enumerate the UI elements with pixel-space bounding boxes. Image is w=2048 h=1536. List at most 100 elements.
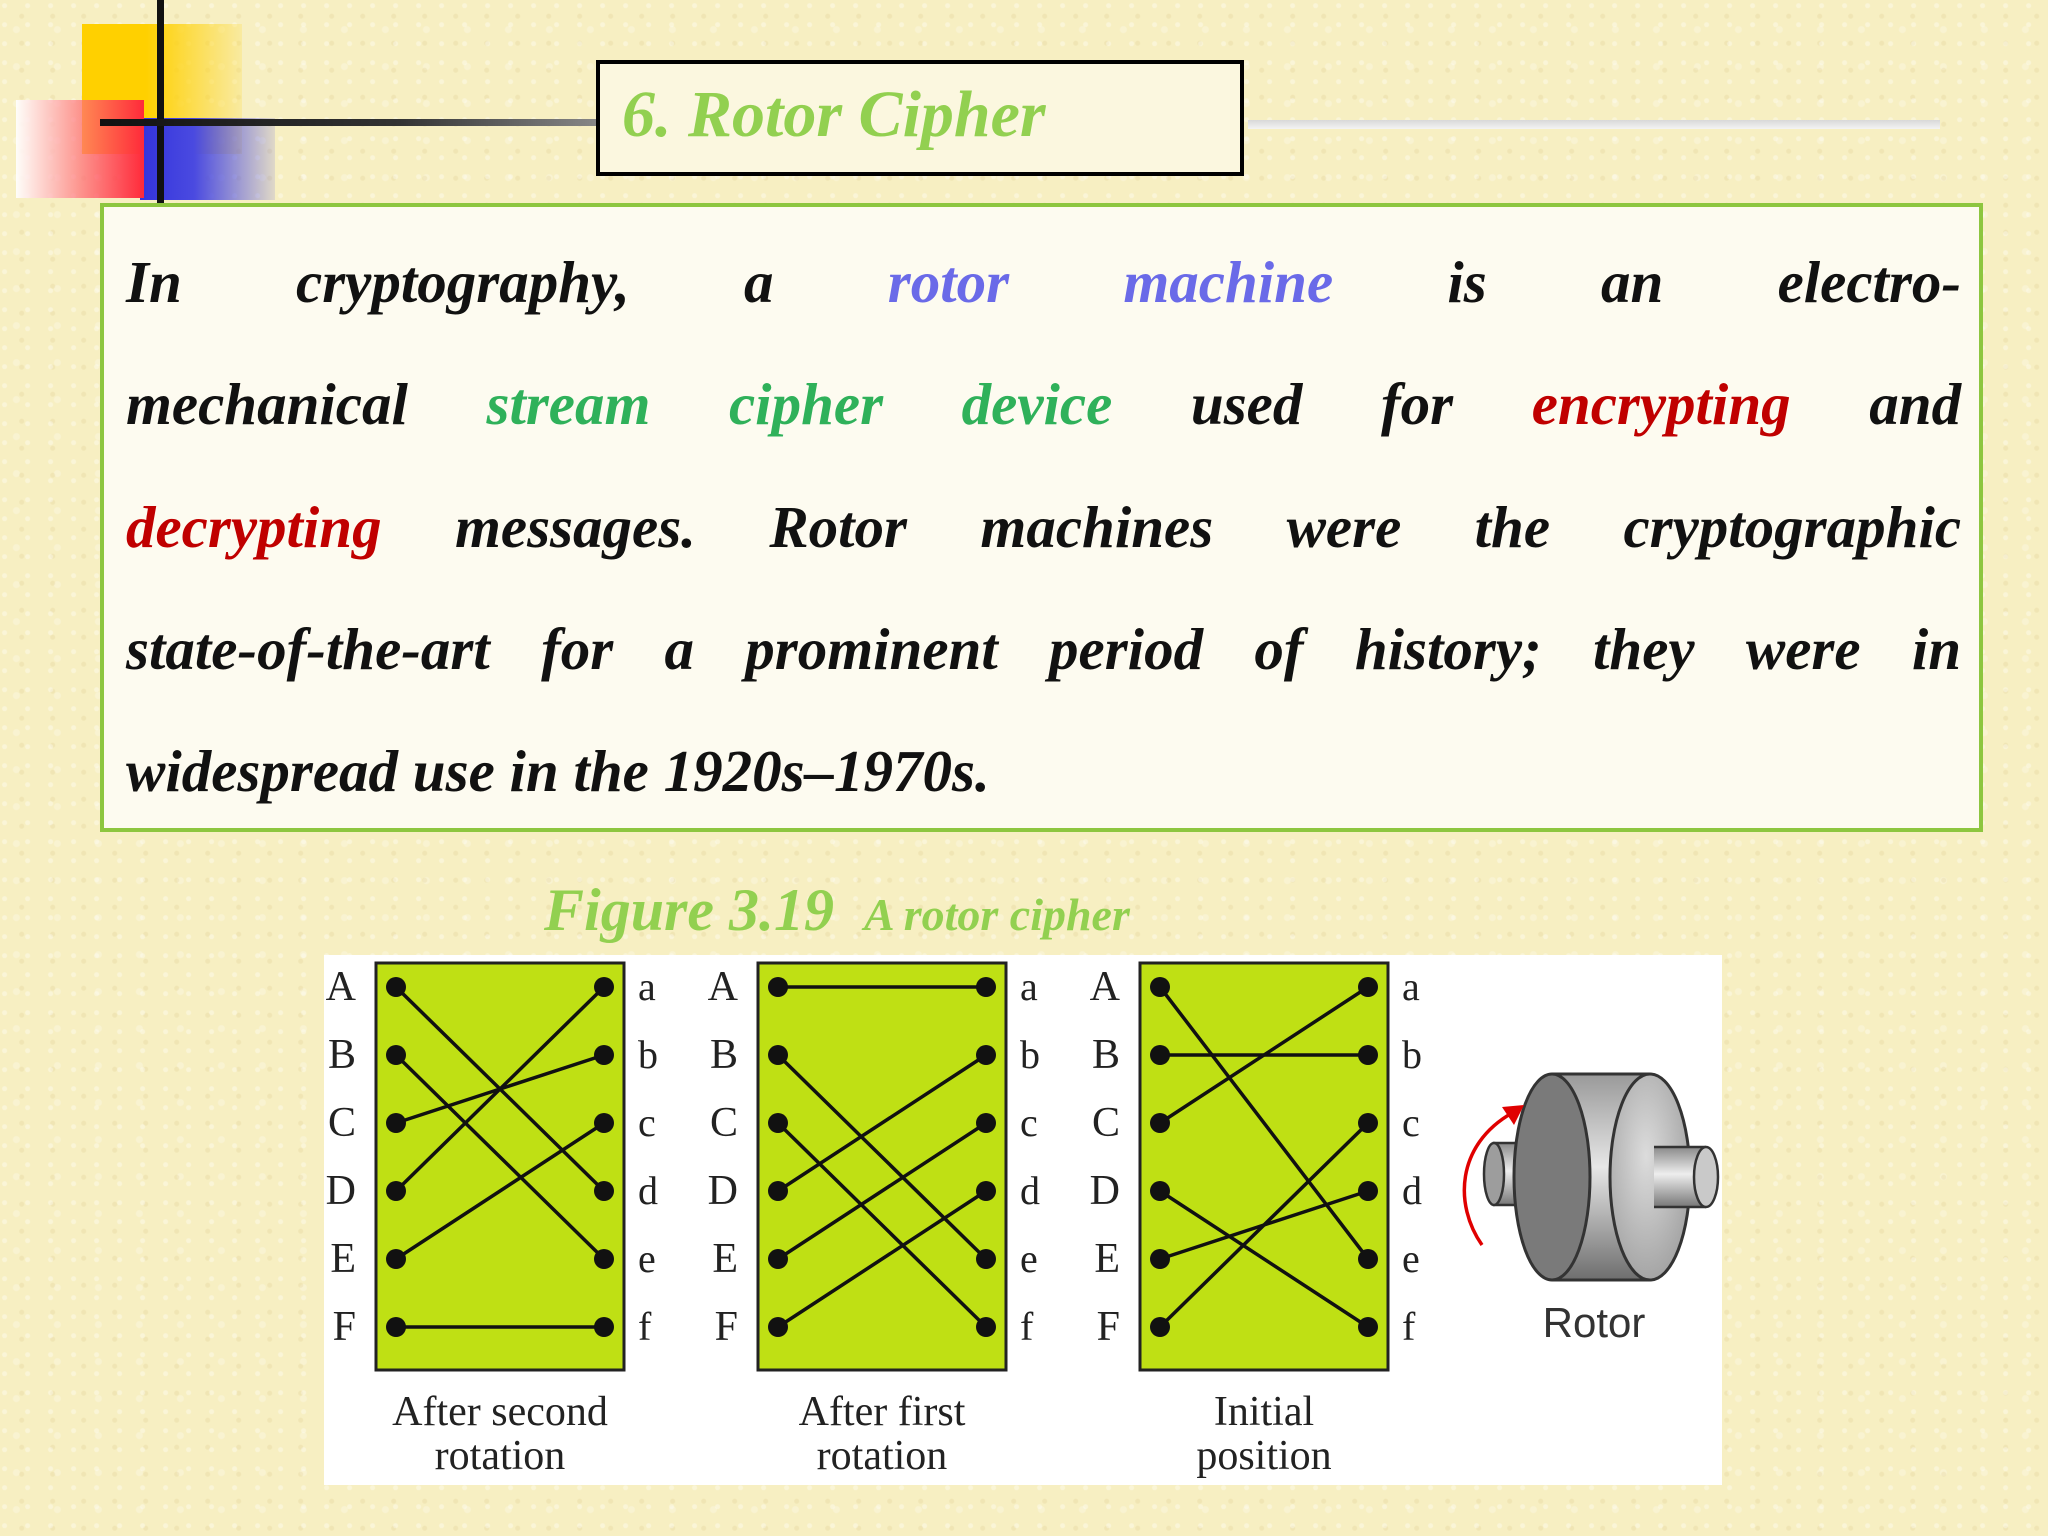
input-letter: A	[1090, 964, 1121, 1010]
paragraph-line: decrypting messages. Rotor machines were…	[126, 498, 1961, 557]
paragraph-word: electro-	[1777, 249, 1962, 315]
wire-line	[777, 1189, 987, 1329]
input-letter: F	[1097, 1304, 1120, 1350]
output-dot	[976, 1317, 996, 1337]
output-letter: f	[638, 1304, 652, 1349]
input-dot	[768, 1317, 788, 1337]
paragraph-word: rotor	[887, 249, 1010, 315]
paragraph-word: machines	[980, 494, 1214, 560]
output-letter: e	[1402, 1236, 1420, 1281]
wire-line	[776, 1121, 988, 1329]
wire-line	[1158, 1121, 1370, 1329]
input-letter: F	[715, 1304, 738, 1350]
panel-caption: After first	[799, 1389, 966, 1435]
input-letter: D	[1090, 1168, 1120, 1214]
output-dot	[594, 1317, 614, 1337]
paragraph-word: encrypting	[1531, 371, 1791, 437]
wire-line	[394, 985, 606, 1193]
paragraph-word: messages.	[455, 494, 696, 560]
output-dot	[1358, 1113, 1378, 1133]
decor-vertical-line	[157, 0, 164, 210]
input-letter: B	[710, 1032, 738, 1078]
output-dot	[1358, 1249, 1378, 1269]
wiring-box	[1138, 961, 1390, 1372]
input-dot	[1150, 1045, 1170, 1065]
wire-line	[1158, 985, 1370, 1261]
output-dot	[976, 1181, 996, 1201]
wiring-box	[374, 961, 626, 1372]
input-dot	[1150, 1249, 1170, 1269]
paragraph-word: were	[1286, 494, 1402, 560]
input-dot	[768, 977, 788, 997]
output-letter: a	[1020, 964, 1038, 1009]
paragraph-word: a	[664, 616, 694, 682]
output-letter: c	[1020, 1100, 1038, 1145]
output-letter: b	[1020, 1032, 1040, 1077]
page-title: 6. Rotor Cipher	[622, 78, 1046, 151]
output-dot	[594, 1181, 614, 1201]
input-letter: D	[708, 1168, 738, 1214]
output-letter: b	[638, 1032, 658, 1077]
paragraph-word: cryptographic	[1623, 494, 1962, 560]
input-letter: D	[326, 1168, 356, 1214]
paragraph-line: state-of-the-art for a prominent period …	[126, 620, 1961, 679]
wire-line	[777, 1121, 987, 1261]
wire-line	[776, 1053, 988, 1261]
input-letter: C	[1092, 1100, 1120, 1146]
paragraph-line: widespread use in the 1920s–1970s.	[126, 742, 1961, 801]
wire-line	[395, 1121, 605, 1261]
paragraph-word: an	[1601, 249, 1664, 315]
output-dot	[1358, 1181, 1378, 1201]
input-letter: A	[708, 964, 739, 1010]
output-dot	[594, 1113, 614, 1133]
title-box: 6. Rotor Cipher	[596, 60, 1244, 176]
input-dot	[1150, 977, 1170, 997]
output-letter: a	[638, 964, 656, 1009]
wire-line	[1159, 985, 1369, 1125]
output-dot	[976, 1113, 996, 1133]
wire-line	[777, 1053, 987, 1193]
input-dot	[386, 977, 406, 997]
rotation-arrowhead	[1502, 1105, 1524, 1125]
input-letter: E	[330, 1236, 356, 1282]
output-dot	[594, 977, 614, 997]
output-letter: a	[1402, 964, 1420, 1009]
paragraph-word: were	[1745, 616, 1861, 682]
input-dot	[386, 1045, 406, 1065]
wiring-box	[756, 961, 1008, 1372]
paragraph-word: of	[1254, 616, 1304, 682]
output-letter: b	[1402, 1032, 1422, 1077]
decor-title-rule	[1248, 120, 1940, 129]
output-dot	[594, 1249, 614, 1269]
figure-caption: Figure 3.19 A rotor cipher	[544, 876, 1130, 945]
output-dot	[976, 1045, 996, 1065]
input-letter: E	[712, 1236, 738, 1282]
paragraph-word: machine	[1123, 249, 1334, 315]
paragraph-word: for	[541, 616, 614, 682]
input-dot	[1150, 1317, 1170, 1337]
input-dot	[768, 1113, 788, 1133]
input-letter: C	[328, 1100, 356, 1146]
panel-caption: position	[1196, 1433, 1331, 1479]
input-letter: C	[710, 1100, 738, 1146]
paragraph-word: in	[1911, 616, 1962, 682]
paragraph-word: they	[1592, 616, 1695, 682]
panel-caption: rotation	[817, 1433, 948, 1479]
paragraph-word: the	[1474, 494, 1551, 560]
input-letter: B	[1092, 1032, 1120, 1078]
paragraph-word: state-of-the-art	[126, 616, 490, 682]
input-dot	[768, 1249, 788, 1269]
output-dot	[1358, 1317, 1378, 1337]
paragraph-word: cryptography,	[296, 249, 630, 315]
input-letter: B	[328, 1032, 356, 1078]
wire-line	[394, 1053, 606, 1261]
paragraph-word: stream	[486, 371, 651, 437]
panel-caption: rotation	[435, 1433, 566, 1479]
figure-subtitle: A rotor cipher	[864, 889, 1130, 940]
input-dot	[386, 1181, 406, 1201]
figure-number: Figure 3.19	[544, 877, 835, 943]
output-dot	[1358, 1045, 1378, 1065]
output-letter: f	[1402, 1304, 1416, 1349]
rotor-label: Rotor	[1543, 1299, 1646, 1346]
output-letter: f	[1020, 1304, 1034, 1349]
